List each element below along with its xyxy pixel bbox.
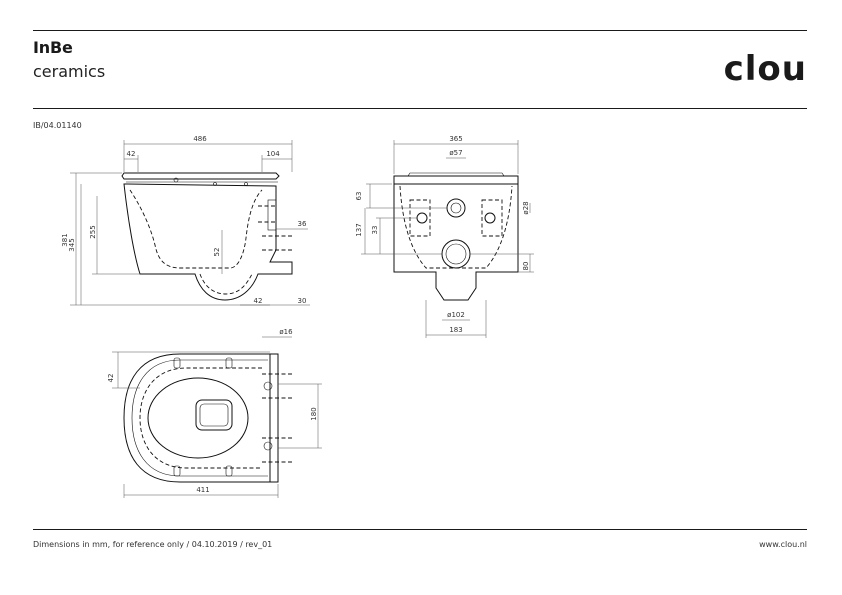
rear-outlet-inner bbox=[445, 243, 467, 265]
rear-bowl-hidden bbox=[399, 185, 513, 269]
dim-36: 36 bbox=[298, 220, 307, 228]
top-bowl-opening bbox=[147, 377, 249, 459]
product-code: IB/04.01140 bbox=[33, 121, 82, 130]
rear-seat-top bbox=[407, 172, 505, 177]
rear-seat-outline bbox=[393, 175, 519, 185]
top-buffer-2 bbox=[225, 357, 233, 369]
rear-fixing-right bbox=[484, 212, 496, 224]
dim-345: 345 bbox=[68, 238, 76, 251]
dim-80: 80 bbox=[522, 262, 530, 271]
dim-102: ø102 bbox=[447, 311, 465, 319]
top-back-plate bbox=[269, 353, 279, 483]
top-hinge-left bbox=[263, 381, 273, 391]
top-seat-outline bbox=[123, 353, 271, 483]
dim-183: 183 bbox=[449, 326, 462, 334]
rear-body-outline bbox=[393, 183, 519, 301]
footer-url: www.clou.nl bbox=[759, 540, 807, 549]
rear-inlet-circle bbox=[446, 198, 466, 218]
dim-255: 255 bbox=[89, 225, 97, 238]
product-title: InBe bbox=[33, 38, 73, 57]
rear-fixing-left bbox=[416, 212, 428, 224]
side-bowl-outline bbox=[123, 183, 293, 301]
side-seat-buffer-2 bbox=[244, 182, 248, 186]
dim-16: ø16 bbox=[279, 328, 293, 336]
footer-note: Dimensions in mm, for reference only / 0… bbox=[33, 540, 273, 549]
top-buffer-1 bbox=[173, 357, 181, 369]
dim-28: ø28 bbox=[522, 201, 530, 214]
top-rule bbox=[33, 30, 807, 31]
dim-365: 365 bbox=[449, 135, 462, 143]
dim-42-top: 42 bbox=[107, 374, 115, 383]
dim-30: 30 bbox=[298, 297, 307, 305]
dim-33: 33 bbox=[371, 226, 379, 235]
dim-180: 180 bbox=[310, 407, 318, 420]
side-view: 486 42 104 381 345 255 36 52 42 30 bbox=[61, 135, 310, 306]
dim-57: ø57 bbox=[449, 149, 462, 157]
dim-63: 63 bbox=[355, 192, 363, 201]
dim-137: 137 bbox=[355, 223, 363, 236]
dim-42-seat: 42 bbox=[127, 150, 136, 158]
top-outlet-square bbox=[195, 399, 233, 431]
side-back-plate bbox=[267, 199, 277, 231]
rear-view: 365 ø57 63 137 33 ø28 80 ø102 183 bbox=[355, 135, 534, 338]
rear-inlet-inner bbox=[450, 202, 462, 214]
side-fixing-hidden bbox=[258, 205, 292, 251]
side-outlet-hidden bbox=[199, 273, 253, 295]
top-buffer-4 bbox=[225, 465, 233, 477]
footer-rule bbox=[33, 529, 807, 530]
top-buffer-3 bbox=[173, 465, 181, 477]
side-seat-pin bbox=[173, 177, 179, 183]
dim-411: 411 bbox=[196, 486, 209, 494]
dim-52: 52 bbox=[213, 248, 221, 257]
top-view: ø16 42 180 411 bbox=[107, 328, 322, 498]
side-seat-outline bbox=[121, 172, 280, 180]
top-hinge-right bbox=[263, 441, 273, 451]
top-outlet-inner bbox=[199, 403, 229, 427]
dim-486: 486 bbox=[193, 135, 207, 143]
dim-42-outlet: 42 bbox=[254, 297, 263, 305]
top-seat-inner bbox=[131, 359, 268, 477]
side-bowl-hidden bbox=[129, 189, 263, 269]
dim-381: 381 bbox=[61, 233, 69, 246]
brand-logo: clou bbox=[723, 49, 807, 89]
top-fixing-hidden bbox=[262, 373, 292, 463]
product-subtitle: ceramics bbox=[33, 62, 106, 81]
dim-104: 104 bbox=[266, 150, 280, 158]
header-rule bbox=[33, 108, 807, 109]
top-bowl-hidden bbox=[139, 367, 262, 469]
rear-fixing-hidden bbox=[409, 199, 503, 237]
